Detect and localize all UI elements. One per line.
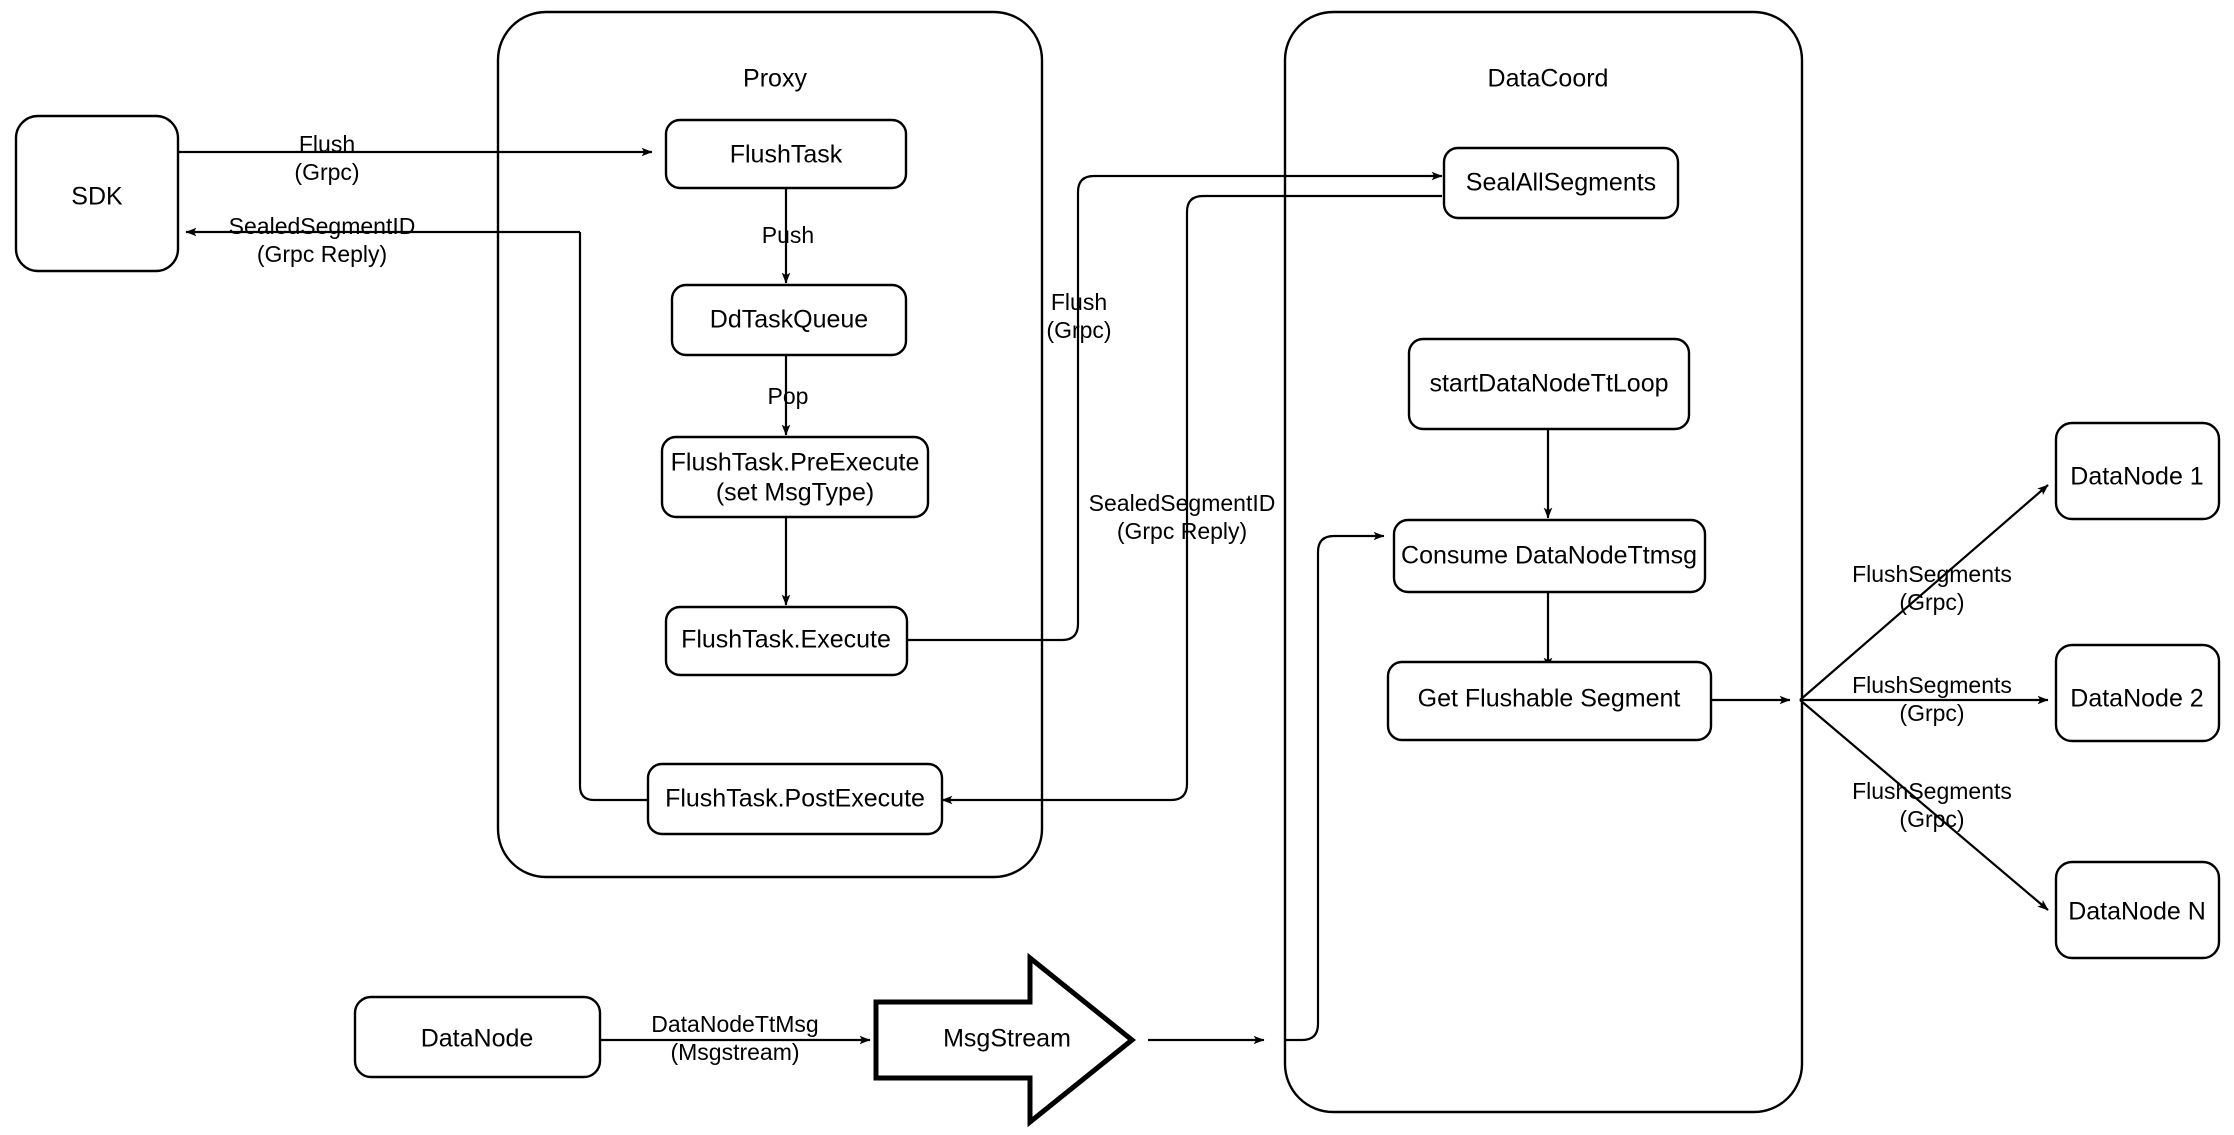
proxy-container bbox=[496, 10, 1044, 879]
datanode-1-box[interactable] bbox=[2054, 421, 2221, 521]
edge-label-sdk-to-proxy: Flush (Grpc) bbox=[294, 131, 359, 185]
group-datacoord: DataCoord bbox=[1283, 10, 1804, 1114]
node-get-flushable-segment[interactable]: Get Flushable Segment bbox=[1386, 660, 1713, 742]
get-flushable-segment-box[interactable] bbox=[1386, 660, 1713, 742]
datanode-n-label: DataNode N bbox=[2068, 898, 2206, 926]
ddtaskqueue-box[interactable] bbox=[670, 283, 908, 357]
edge-hub-to-datanoden bbox=[1799, 699, 2049, 911]
edge-label-flushsegments-2-line1: FlushSegments bbox=[1852, 672, 2012, 698]
node-startdatanodettloop[interactable]: startDataNodeTtLoop bbox=[1407, 337, 1691, 431]
consume-datanodettmsg-box[interactable] bbox=[1392, 518, 1707, 594]
edge-label-datanode-ttmsg-line1: DataNodeTtMsg bbox=[651, 1011, 818, 1037]
edge-label-coord-sealedsegmentid-line1: SealedSegmentID bbox=[1089, 490, 1276, 516]
edge-label-flushsegments-n-line2: (Grpc) bbox=[1899, 806, 1964, 832]
edge-label-datanode-ttmsg-line2: (Msgstream) bbox=[670, 1039, 799, 1065]
datanode-2-box[interactable] bbox=[2054, 643, 2221, 743]
node-execute[interactable]: FlushTask.Execute bbox=[664, 605, 909, 677]
datanode-bottom-label: DataNode bbox=[421, 1025, 534, 1053]
preexecute-label-line2: (set MsgType) bbox=[716, 479, 874, 507]
execute-box[interactable] bbox=[664, 605, 909, 677]
node-sealallsegments[interactable]: SealAllSegments bbox=[1442, 146, 1680, 220]
preexecute-box[interactable] bbox=[660, 435, 930, 519]
edge-label-proxy-to-coord: Flush (Grpc) bbox=[1046, 289, 1111, 343]
group-proxy: Proxy bbox=[496, 10, 1044, 879]
node-datanode-2[interactable]: DataNode 2 bbox=[2054, 643, 2221, 743]
startdatanodettloop-box[interactable] bbox=[1407, 337, 1691, 431]
flushtask-label: FlushTask bbox=[730, 141, 843, 169]
edge-label-flushsegments-n-line1: FlushSegments bbox=[1852, 778, 2012, 804]
sealallsegments-box[interactable] bbox=[1442, 146, 1680, 220]
node-datanode-bottom[interactable]: DataNode bbox=[353, 995, 602, 1079]
datanode-n-box[interactable] bbox=[2054, 860, 2221, 960]
startdatanodettloop-label: startDataNodeTtLoop bbox=[1429, 370, 1668, 398]
edge-label-flushsegments-1-line1: FlushSegments bbox=[1852, 561, 2012, 587]
edge-label-flushsegments-n: FlushSegments (Grpc) bbox=[1852, 778, 2012, 832]
edge-label-flushsegments-2-line2: (Grpc) bbox=[1899, 700, 1964, 726]
edge-label-flush-line2: (Grpc) bbox=[294, 159, 359, 185]
edge-label-flush-line1: Flush bbox=[299, 131, 355, 157]
datanode-bottom-box[interactable] bbox=[353, 995, 602, 1079]
edge-label-pop: Pop bbox=[768, 383, 809, 409]
edge-label-push: Push bbox=[762, 222, 814, 248]
node-datanode-n[interactable]: DataNode N bbox=[2054, 860, 2221, 960]
edge-label-coord-flush-line1: Flush bbox=[1051, 289, 1107, 315]
postexecute-label: FlushTask.PostExecute bbox=[665, 785, 925, 813]
node-sdk[interactable]: SDK bbox=[14, 114, 180, 273]
proxy-label: Proxy bbox=[743, 65, 807, 93]
edge-label-datanode-ttmsg: DataNodeTtMsg (Msgstream) bbox=[651, 1011, 818, 1065]
node-datanode-1[interactable]: DataNode 1 bbox=[2054, 421, 2221, 521]
edge-label-flushsegments-1: FlushSegments (Grpc) bbox=[1852, 561, 2012, 615]
edge-label-sealedsegmentid-line1: SealedSegmentID bbox=[229, 213, 416, 239]
edge-label-coord-to-proxy: SealedSegmentID (Grpc Reply) bbox=[1089, 490, 1276, 544]
sdk-label: SDK bbox=[71, 183, 123, 211]
edge-label-flushsegments-2: FlushSegments (Grpc) bbox=[1852, 672, 2012, 726]
node-msgstream[interactable]: MsgStream bbox=[873, 952, 1136, 1128]
edge-label-coord-sealedsegmentid-line2: (Grpc Reply) bbox=[1117, 518, 1247, 544]
msgstream-arrow-shape[interactable] bbox=[873, 952, 1136, 1128]
ddtaskqueue-label: DdTaskQueue bbox=[710, 306, 868, 334]
datanode-1-label: DataNode 1 bbox=[2070, 463, 2203, 491]
msgstream-label: MsgStream bbox=[943, 1025, 1071, 1053]
datacoord-label: DataCoord bbox=[1488, 65, 1609, 93]
edge-execute-to-sealallsegments bbox=[907, 171, 1443, 642]
node-ddtaskqueue[interactable]: DdTaskQueue bbox=[670, 283, 908, 357]
node-postexecute[interactable]: FlushTask.PostExecute bbox=[646, 762, 944, 836]
edge-label-flushsegments-1-line2: (Grpc) bbox=[1899, 589, 1964, 615]
flushtask-box[interactable] bbox=[664, 118, 908, 190]
postexecute-box[interactable] bbox=[646, 762, 944, 836]
execute-label: FlushTask.Execute bbox=[681, 626, 891, 654]
edge-hub-to-datanode1 bbox=[1799, 484, 2049, 701]
edge-label-sealedsegmentid-line2: (Grpc Reply) bbox=[257, 241, 387, 267]
edge-label-coord-flush-line2: (Grpc) bbox=[1046, 317, 1111, 343]
consume-datanodettmsg-label: Consume DataNodeTtmsg bbox=[1401, 542, 1697, 570]
get-flushable-segment-label: Get Flushable Segment bbox=[1418, 685, 1681, 713]
edge-sealallsegments-to-postexecute bbox=[941, 194, 1442, 805]
edge-datacoord-to-consume bbox=[1285, 531, 1385, 1042]
sealallsegments-label: SealAllSegments bbox=[1466, 169, 1656, 197]
node-consume-datanodettmsg[interactable]: Consume DataNodeTtmsg bbox=[1392, 518, 1707, 594]
node-preexecute[interactable]: FlushTask.PreExecute (set MsgType) bbox=[660, 435, 930, 519]
datanode-2-label: DataNode 2 bbox=[2070, 685, 2203, 713]
node-flushtask[interactable]: FlushTask bbox=[664, 118, 908, 190]
sdk-box[interactable] bbox=[14, 114, 180, 273]
datacoord-container bbox=[1283, 10, 1804, 1114]
edge-label-proxy-to-sdk: SealedSegmentID (Grpc Reply) bbox=[229, 213, 416, 267]
preexecute-label-line1: FlushTask.PreExecute bbox=[671, 449, 920, 477]
edge-postexecute-to-sdk-path bbox=[578, 232, 648, 802]
